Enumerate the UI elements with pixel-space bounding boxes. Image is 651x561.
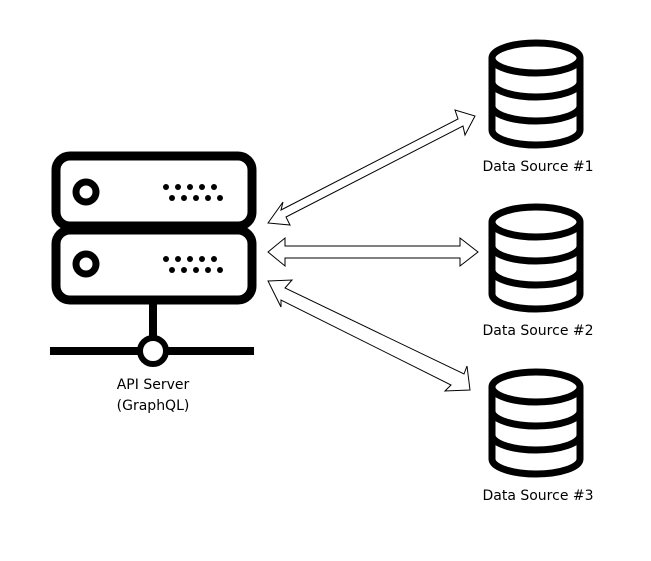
connection-arrows [267, 109, 479, 392]
server-unit-upper [51, 151, 257, 231]
server-network-node [137, 335, 169, 367]
connection-arrow-source-3 [267, 279, 471, 392]
server-unit-lower-vents [163, 256, 223, 273]
server-label-line1: API Server [117, 377, 190, 393]
server-unit-lower-led [72, 250, 100, 278]
connection-arrow-source-2 [267, 236, 479, 268]
server-rack-icon [50, 151, 257, 367]
data-source-1-label: Data Source #1 [482, 159, 593, 175]
database-icon-source-1 [488, 39, 584, 149]
database-icon-source-2 [488, 203, 584, 313]
data-source-3-label: Data Source #3 [482, 488, 593, 504]
server-unit-lower [51, 225, 257, 305]
database-icon-source-3 [488, 368, 584, 478]
connection-arrow-source-1 [267, 109, 476, 226]
server-unit-upper-led [72, 178, 100, 206]
server-label-line2: (GraphQL) [117, 398, 190, 414]
server-unit-upper-vents [163, 184, 223, 201]
data-source-2-label: Data Source #2 [482, 323, 593, 339]
